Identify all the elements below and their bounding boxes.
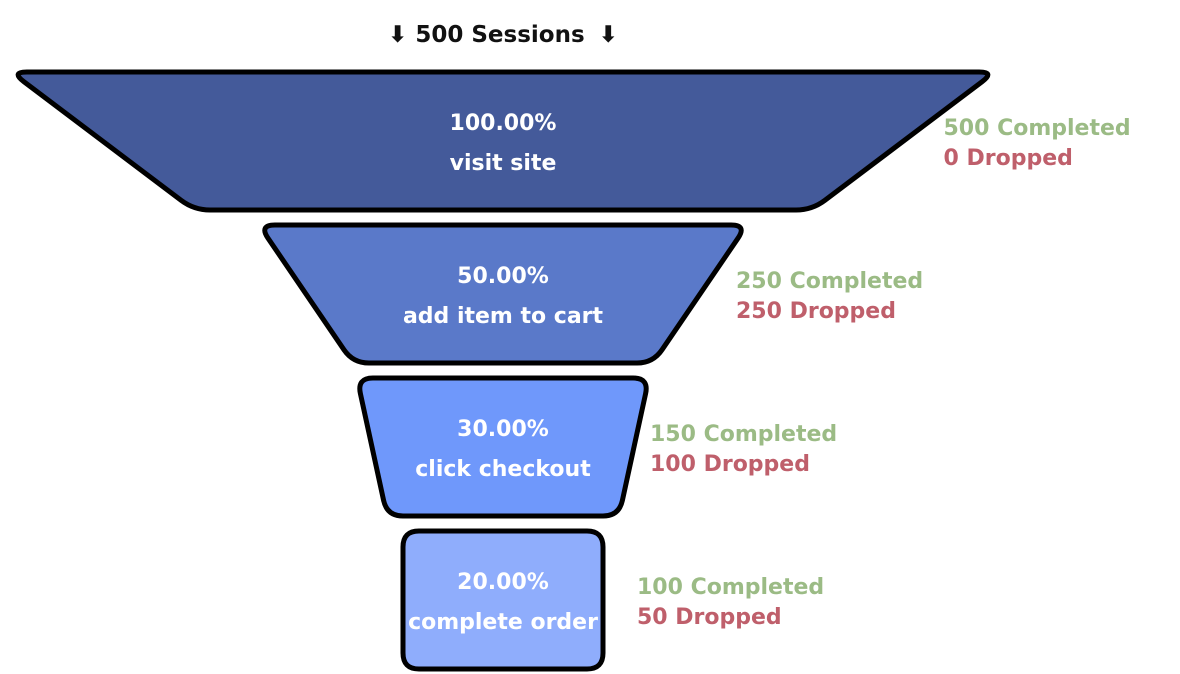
stage-label-1: visit site <box>450 151 557 176</box>
funnel-stage-3 <box>357 375 649 519</box>
stage-label-2: add item to cart <box>403 304 604 329</box>
stage-label-4: complete order <box>408 610 598 635</box>
sessions-header: ⬇ 500 Sessions ⬇ <box>388 22 618 48</box>
stage-dropped-2: 250 Dropped <box>736 299 896 324</box>
funnel-stage-1 <box>15 69 991 213</box>
stage-dropped-1: 0 Dropped <box>944 146 1073 171</box>
down-arrow-icon-right: ⬇ <box>599 22 618 48</box>
funnel-stage-4 <box>400 528 606 672</box>
stage-percent-2: 50.00% <box>457 264 549 289</box>
stage-percent-3: 30.00% <box>457 417 549 442</box>
stage-percent-4: 20.00% <box>457 570 549 595</box>
funnel-stages: 100.00% visit site 500 Completed 0 Dropped 5… <box>15 69 1131 672</box>
stage-dropped-4: 50 Dropped <box>637 605 782 630</box>
stage-completed-3: 150 Completed <box>650 422 837 447</box>
stage-completed-2: 250 Completed <box>736 269 923 294</box>
stage-label-3: click checkout <box>415 457 591 482</box>
stage-dropped-3: 100 Dropped <box>650 452 810 477</box>
stage-percent-1: 100.00% <box>450 111 557 136</box>
sessions-header-text: 500 Sessions <box>415 22 584 48</box>
funnel-stage-2 <box>262 222 744 366</box>
down-arrow-icon-left: ⬇ <box>388 22 407 48</box>
stage-completed-1: 500 Completed <box>944 116 1131 141</box>
stage-completed-4: 100 Completed <box>637 575 824 600</box>
